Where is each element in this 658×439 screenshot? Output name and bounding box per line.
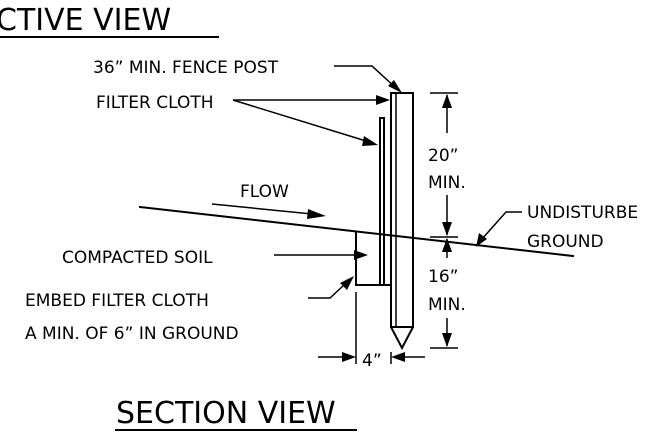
compacted-soil-leader	[274, 250, 368, 260]
embed-filter-cloth-label-line2: A MIN. OF 6” IN GROUND	[25, 324, 239, 344]
dim-width-value: 4”	[362, 351, 382, 371]
embed-filter-cloth-leader	[308, 276, 354, 299]
dim-upper-min: MIN.	[428, 173, 466, 193]
dim-lower-min: MIN.	[428, 295, 466, 315]
filter-cloth-label: FILTER CLOTH	[96, 93, 214, 113]
undisturbed-ground-label-line2: GROUND	[527, 232, 604, 252]
fence-post-leader	[334, 65, 402, 93]
filter-cloth-leaders	[232, 95, 390, 146]
perspective-view-title: CTIVE VIEW	[0, 3, 171, 38]
section-view-title: SECTION VIEW	[116, 396, 336, 431]
undisturbed-ground-label-line1: UNDISTURBE	[527, 203, 638, 223]
vertical-dimension	[430, 92, 458, 349]
embed-filter-cloth-label-line1: EMBED FILTER CLOTH	[25, 291, 209, 311]
undisturbed-ground-leader	[476, 211, 522, 247]
fence-post	[389, 92, 415, 351]
embed-trench	[355, 231, 392, 286]
ground-line	[138, 205, 575, 258]
fence-post-label: 36” MIN. FENCE POST	[93, 58, 279, 78]
flow-label: FLOW	[240, 182, 289, 202]
dim-upper-value: 20”	[428, 146, 458, 166]
horizontal-dimension	[318, 292, 425, 364]
flow-arrow	[211, 203, 326, 219]
filter-cloth	[379, 117, 385, 286]
compacted-soil-label: COMPACTED SOIL	[62, 248, 213, 268]
dim-lower-value: 16”	[428, 267, 458, 287]
